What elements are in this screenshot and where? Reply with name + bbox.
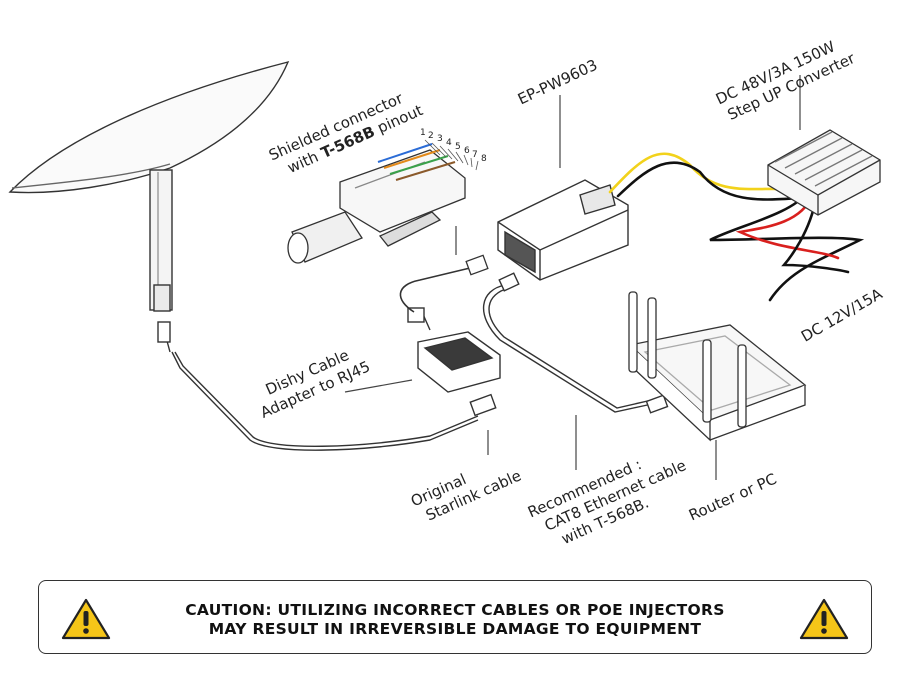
pin-4: 4 (446, 138, 452, 148)
pin-7: 7 (472, 150, 478, 160)
cat8-cable (483, 272, 669, 414)
starlink-cable (157, 321, 497, 451)
poe-injector (497, 179, 629, 281)
pin-3: 3 (437, 134, 443, 144)
pin-lead-lines (424, 139, 479, 171)
router (628, 291, 807, 442)
caution-line2: MAY RESULT IN IRREVERSIBLE DAMAGE TO EQU… (208, 620, 702, 638)
caution-banner: CAUTION: UTILIZING INCORRECT CABLES OR P… (38, 580, 872, 654)
dishy-adapter (407, 307, 501, 393)
pin-5: 5 (455, 142, 461, 152)
warning-triangle-icon (799, 598, 849, 640)
shielded-connector (287, 143, 466, 264)
power-wires (608, 152, 865, 302)
adapter-link-cable (399, 267, 471, 313)
warning-triangle-icon (61, 598, 111, 640)
starlink-dish (8, 60, 290, 312)
step-up-converter (767, 129, 881, 216)
pin-8: 8 (481, 154, 487, 164)
pin-6: 6 (464, 146, 470, 156)
pin-2: 2 (428, 131, 434, 141)
leader-lines (344, 75, 801, 480)
pin-1: 1 (420, 128, 426, 138)
caution-line1: CAUTION: UTILIZING INCORRECT CABLES OR P… (185, 601, 725, 619)
rj45-plug (465, 254, 489, 276)
caution-text: CAUTION: UTILIZING INCORRECT CABLES OR P… (159, 601, 751, 639)
